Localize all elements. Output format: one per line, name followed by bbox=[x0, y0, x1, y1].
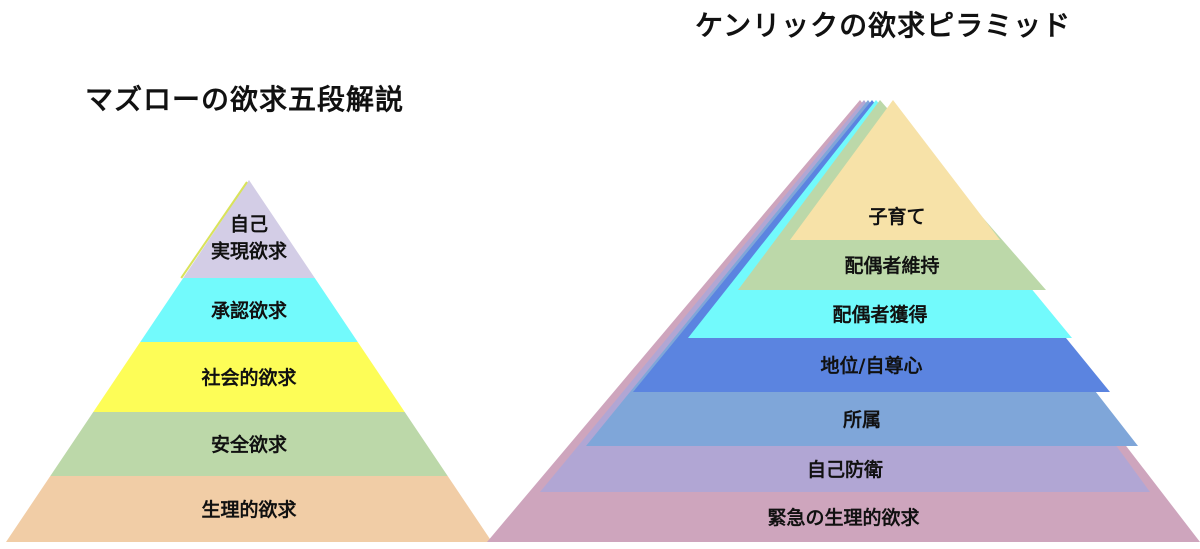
maslow-level-label: 実現欲求 bbox=[211, 239, 288, 262]
maslow-level-5 bbox=[6, 476, 492, 542]
maslow-level-label: 自己 bbox=[230, 212, 268, 235]
kenrick-level-label: 緊急の生理的欲求 bbox=[767, 506, 920, 529]
maslow-level-label: 社会的欲求 bbox=[200, 366, 297, 389]
kenrick-title: ケンリックの欲求ピラミッド bbox=[695, 9, 1072, 42]
kenrick-level-label: 子育て bbox=[868, 205, 925, 228]
maslow-title: マズローの欲求五段解説 bbox=[85, 83, 405, 116]
maslow-edge-highlight bbox=[180, 181, 248, 279]
maslow-level-2 bbox=[140, 278, 358, 342]
maslow-level-label: 生理的欲求 bbox=[201, 498, 297, 521]
maslow-level-label: 承認欲求 bbox=[211, 299, 288, 322]
maslow-level-3 bbox=[93, 342, 405, 412]
maslow-level-1 bbox=[183, 180, 315, 278]
kenrick-level-label: 配偶者維持 bbox=[844, 254, 939, 277]
maslow-level-label: 安全欲求 bbox=[211, 433, 288, 456]
kenrick-level-label: 所属 bbox=[843, 409, 881, 431]
kenrick-level-label: 地位/自尊心 bbox=[821, 354, 923, 377]
maslow-level-4 bbox=[50, 412, 448, 476]
kenrick-level-label: 配偶者獲得 bbox=[832, 303, 927, 326]
kenrick-level-label: 自己防衛 bbox=[807, 458, 883, 481]
kenrick-level-1 bbox=[790, 100, 1000, 240]
